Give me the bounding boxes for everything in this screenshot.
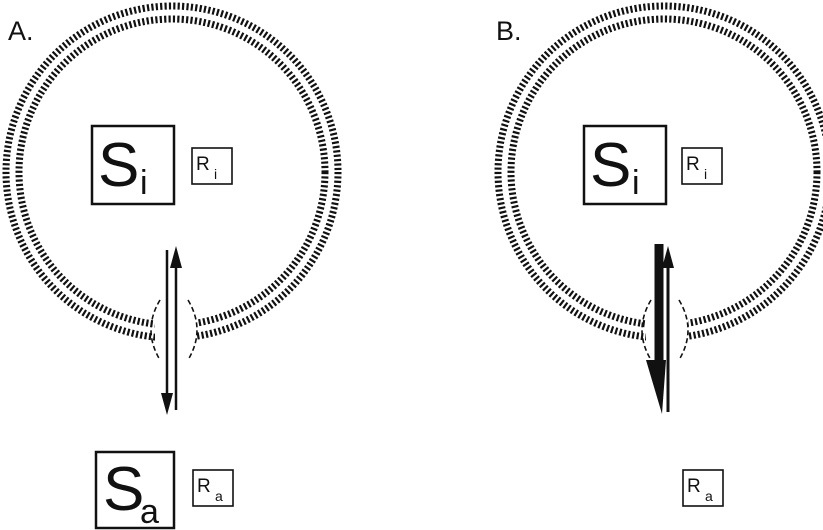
outside-receptor-a-letter: R <box>197 476 211 497</box>
inside-substrate-a-subscript: i <box>140 164 148 202</box>
panel-a: A. S i R i <box>2 2 342 530</box>
outside-receptor-b-letter: R <box>687 476 701 497</box>
outside-substrate-a-letter: S <box>103 455 144 524</box>
panel-b: B. S i R i <box>494 2 823 507</box>
inside-substrate-a: S i <box>90 124 176 206</box>
transport-channel-a <box>150 299 198 361</box>
inside-receptor-b-subscript: i <box>704 166 707 182</box>
inside-receptor-b-letter: R <box>686 154 700 175</box>
inside-receptor-a: R i <box>191 147 233 185</box>
panel-b-label: B. <box>496 16 522 46</box>
outside-substrate-a-subscript: a <box>140 493 159 530</box>
outside-substrate-a: S a <box>94 450 176 530</box>
outside-receptor-a: R a <box>192 469 234 507</box>
inside-substrate-b-letter: S <box>590 131 631 200</box>
transport-arrows-a <box>161 246 182 415</box>
inside-substrate-a-letter: S <box>98 131 139 200</box>
outside-receptor-a-subscript: a <box>215 488 223 504</box>
outside-receptor-b-subscript: a <box>705 488 713 504</box>
inside-receptor-a-letter: R <box>196 154 210 175</box>
inside-receptor-a-subscript: i <box>214 166 217 182</box>
transport-channel-b <box>641 299 689 361</box>
inside-substrate-b: S i <box>582 124 668 206</box>
inside-receptor-b: R i <box>681 147 723 185</box>
inside-substrate-b-subscript: i <box>632 164 640 202</box>
outside-receptor-b: R a <box>682 469 724 507</box>
transport-arrows-b <box>646 244 674 414</box>
panel-a-label: A. <box>8 16 34 46</box>
